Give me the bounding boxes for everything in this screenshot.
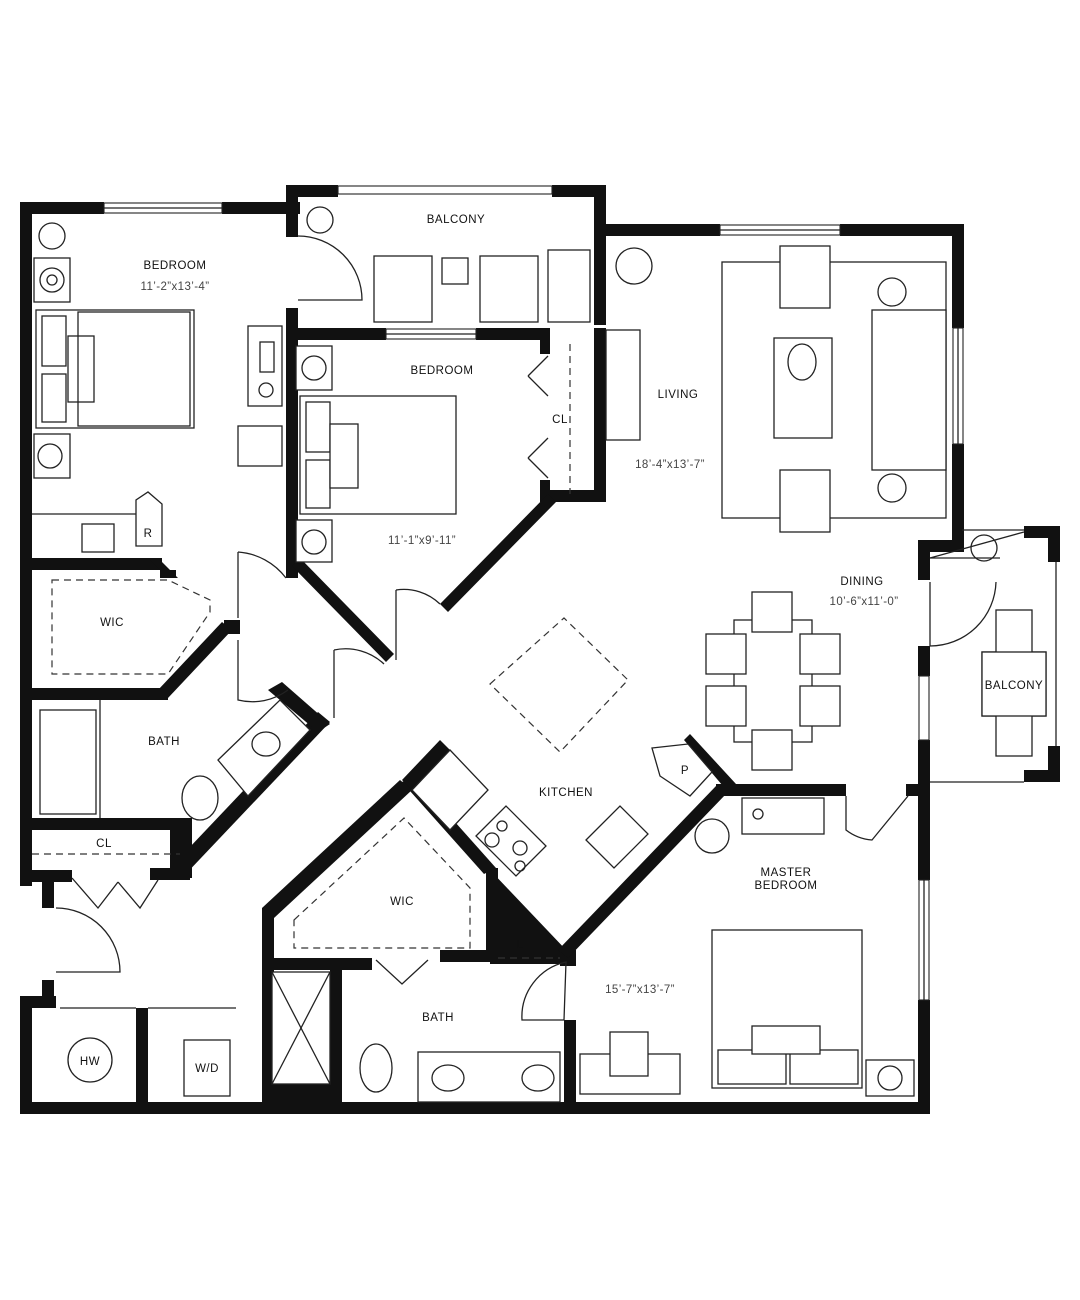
dining-dims: 10’-6”x11’-0” <box>830 596 899 608</box>
master-dims: 15’-7”x13’-7” <box>605 984 675 996</box>
master-label-line1: MASTER <box>761 867 812 879</box>
closet-west-label: CL <box>96 838 112 850</box>
windows <box>32 185 1057 1009</box>
furniture <box>33 206 1047 1103</box>
closets <box>32 344 629 959</box>
balcony-right-label: BALCONY <box>985 680 1043 692</box>
pantry-label: P <box>681 765 689 777</box>
bedroom-nw-label: BEDROOM <box>144 260 207 272</box>
master-label-line2: BEDROOM <box>755 880 818 892</box>
living-dims: 18’-4”x13’-7” <box>635 459 705 471</box>
wic-west-label: WIC <box>100 617 124 629</box>
bedroom-center-dims: 11’-1”x9’-11” <box>388 535 456 547</box>
wic-south-label: WIC <box>390 896 414 908</box>
walls <box>20 185 1060 1114</box>
bedroom-nw-dims: 11’-2”x13’-4” <box>141 281 210 293</box>
washer-dryer-label: W/D <box>195 1063 219 1075</box>
bath-south-label: BATH <box>422 1012 454 1024</box>
doors <box>55 235 997 1021</box>
closet-center-label: CL <box>552 414 568 426</box>
bath-west-label: BATH <box>148 736 180 748</box>
hot-water-label: HW <box>80 1056 100 1068</box>
kitchen-label: KITCHEN <box>539 787 593 799</box>
refrigerator-label: R <box>144 528 153 540</box>
linen-label: L <box>517 939 524 951</box>
room-labels: BEDROOM 11’-2”x13’-4” BALCONY BEDROOM 11… <box>80 214 1043 1075</box>
bedroom-center-label: BEDROOM <box>411 365 474 377</box>
living-label: LIVING <box>658 389 699 401</box>
dining-label: DINING <box>840 576 883 588</box>
balcony-top-label: BALCONY <box>427 214 485 226</box>
